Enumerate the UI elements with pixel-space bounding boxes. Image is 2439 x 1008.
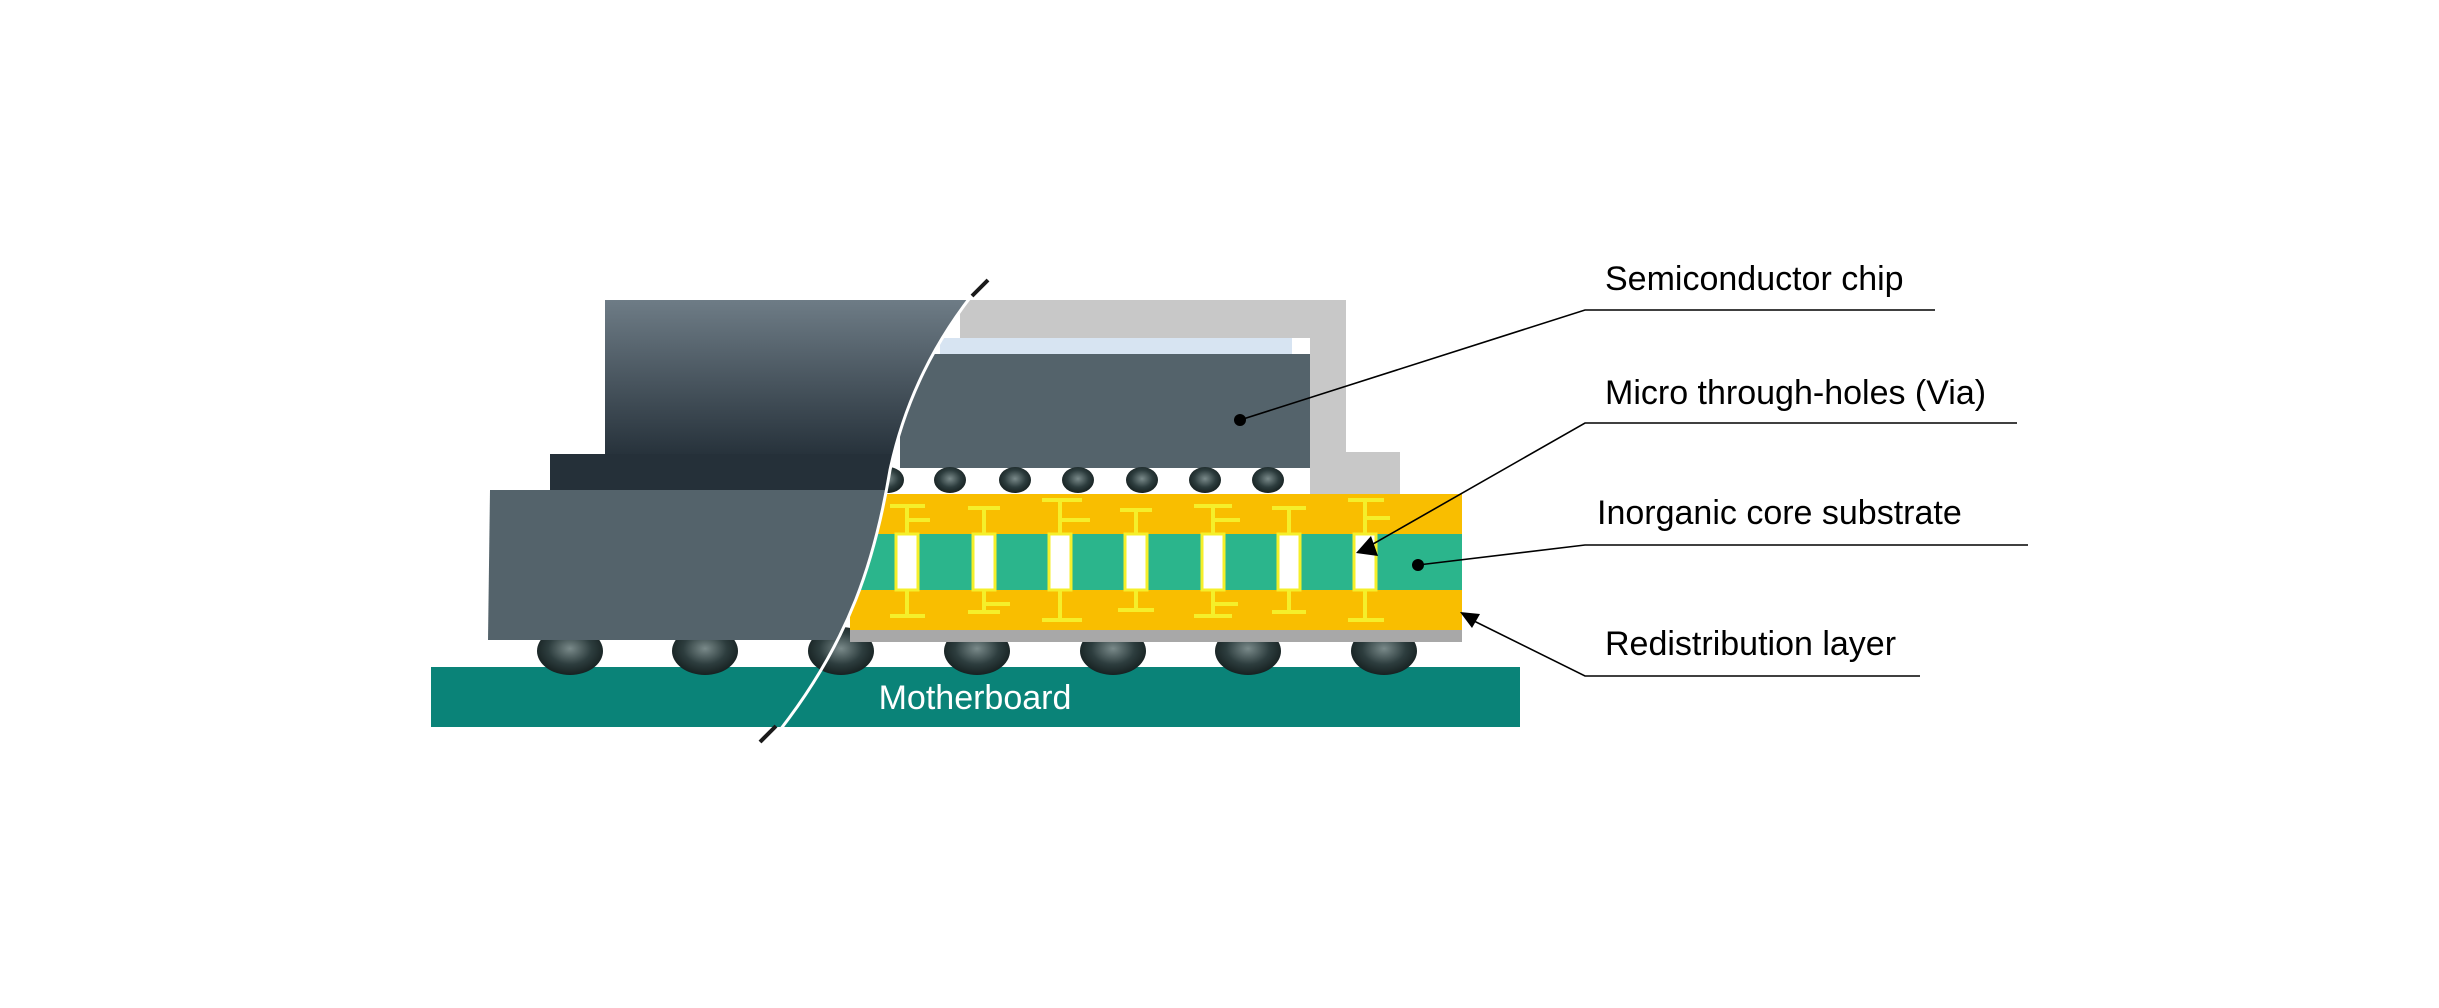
cutaway-line (778, 284, 982, 731)
leader-line (1239, 309, 1935, 421)
wiring-trace (1120, 508, 1152, 534)
wiring-trace (968, 590, 1010, 614)
label-redistribution-layer: Redistribution layer (1605, 625, 1896, 663)
wiring-trace (1042, 590, 1082, 622)
micro-bump (999, 467, 1031, 493)
micro-bump (934, 467, 966, 493)
via (1123, 532, 1149, 592)
cut-tick-bottom (758, 724, 778, 744)
wiring-trace (968, 506, 1000, 534)
substrate-base (850, 630, 1462, 642)
motherboard (431, 667, 1520, 727)
wiring-trace (890, 504, 930, 534)
chip-top-highlight (940, 338, 1310, 354)
wiring-trace (1272, 506, 1306, 534)
leader-arrowhead (1356, 536, 1378, 556)
wiring-trace (1194, 590, 1238, 618)
motherboard-label: Motherboard (879, 679, 1072, 717)
leader-line (1471, 619, 1920, 677)
wiring-trace (1272, 590, 1306, 614)
via (1200, 532, 1226, 592)
via (971, 532, 997, 592)
wiring-trace (1348, 498, 1390, 534)
label-micro-through-holes: Micro through-holes (Via) (1605, 374, 1986, 412)
wiring-trace (1348, 590, 1384, 622)
via (894, 532, 920, 592)
callout-inorganic-core-substrate: Inorganic core substrate (1412, 494, 2028, 571)
wiring-trace (1194, 504, 1240, 534)
wiring-trace (1118, 590, 1154, 612)
micro-bump (1126, 467, 1158, 493)
callout-semiconductor-chip: Semiconductor chip (1234, 260, 1935, 426)
leader-arrowhead (1460, 612, 1480, 628)
label-semiconductor-chip: Semiconductor chip (1605, 260, 1904, 298)
label-inorganic-core-substrate: Inorganic core substrate (1597, 494, 1962, 532)
cut-tick-top (970, 278, 990, 298)
leader-line (1417, 544, 2028, 566)
micro-bump (1062, 467, 1094, 493)
micro-bumps (872, 467, 1284, 493)
cutaway-view (850, 300, 1462, 642)
wiring-trace (1042, 498, 1090, 534)
via (1047, 532, 1073, 592)
via (1276, 532, 1302, 592)
chip-top-edge (1292, 338, 1310, 354)
redistribution-layer-bottom (850, 590, 1462, 630)
wiring-traces (890, 498, 1390, 622)
callout-redistribution-layer: Redistribution layer (1460, 612, 1920, 677)
micro-bump (1252, 467, 1284, 493)
leader-line (1365, 422, 2017, 549)
micro-bump (1189, 467, 1221, 493)
wiring-trace (890, 590, 925, 618)
callout-micro-through-holes: Micro through-holes (Via) (1356, 374, 2017, 556)
semiconductor-chip (900, 354, 1310, 468)
